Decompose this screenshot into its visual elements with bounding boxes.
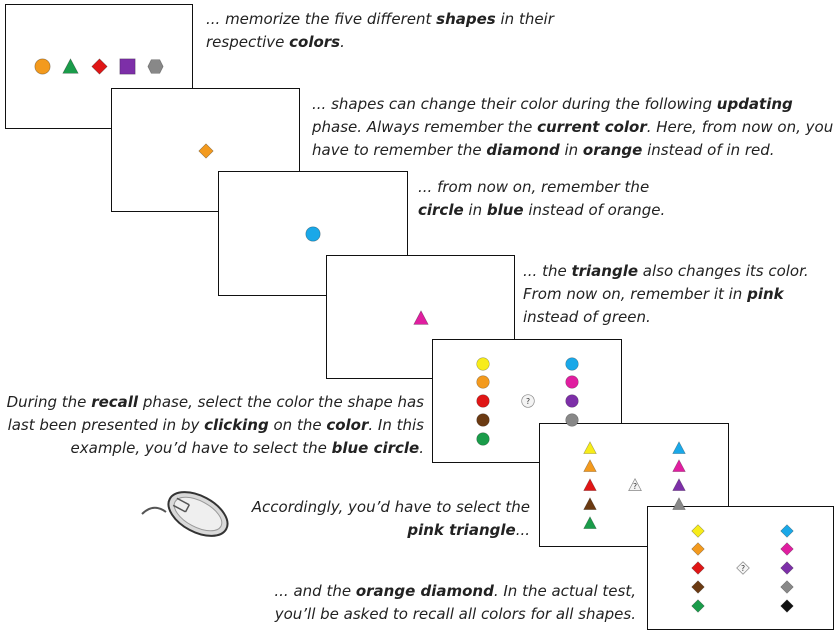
circle-purple-option-right-0[interactable] <box>565 394 579 408</box>
circle-blue-update <box>305 226 321 242</box>
svg-text:?: ? <box>741 564 745 573</box>
triangle-green-option-left-1[interactable] <box>583 516 597 530</box>
circle-orange-option-left-0[interactable] <box>476 375 490 389</box>
diamond-pink-option-right-2[interactable] <box>780 542 794 556</box>
caption-updating: ... shapes can change their color during… <box>312 95 834 159</box>
diamond-green-option-left-2[interactable] <box>691 599 705 613</box>
question-circle-icon: ? <box>521 394 535 408</box>
triangle-purple-option-right-1[interactable] <box>672 478 686 492</box>
diamond-gray-option-right-2[interactable] <box>780 580 794 594</box>
diamond-yellow-option-left-2[interactable] <box>691 524 705 538</box>
caption-memorize: ... memorize the five different shapes i… <box>206 10 554 51</box>
caption-orange-diamond: ... and the orange diamond. In the actua… <box>274 582 636 623</box>
diamond-black-option-right-2[interactable] <box>780 599 794 613</box>
triangle-blue-option-right-1[interactable] <box>672 441 686 455</box>
question-triangle-icon: ? <box>628 477 642 491</box>
triangle-red-option-left-1[interactable] <box>583 478 597 492</box>
diamond-orange-option-left-2[interactable] <box>691 542 705 556</box>
diamond-brown-option-left-2[interactable] <box>691 580 705 594</box>
caption-recall: During the recall phase, select the colo… <box>6 393 424 457</box>
circle-green-option-left-0[interactable] <box>476 432 490 446</box>
circle-gray-option-right-0[interactable] <box>565 413 579 427</box>
circle-pink-option-right-0[interactable] <box>565 375 579 389</box>
hexagon-gray-study <box>146 58 164 74</box>
triangle-gray-option-right-1[interactable] <box>672 497 686 511</box>
diamond-orange-update <box>198 143 214 159</box>
square-purple-study <box>119 58 135 74</box>
caption-triangle-pink: ... the triangle also changes its color.… <box>523 262 809 326</box>
triangle-pink-option-right-1[interactable] <box>672 459 686 473</box>
circle-red-option-left-0[interactable] <box>476 394 490 408</box>
circle-brown-option-left-0[interactable] <box>476 413 490 427</box>
circle-yellow-option-left-0[interactable] <box>476 357 490 371</box>
triangle-orange-option-left-1[interactable] <box>583 459 597 473</box>
triangle-brown-option-left-1[interactable] <box>583 497 597 511</box>
diamond-red-option-left-2[interactable] <box>691 561 705 575</box>
triangle-yellow-option-left-1[interactable] <box>583 441 597 455</box>
svg-text:?: ? <box>633 482 637 491</box>
svg-text:?: ? <box>526 397 530 406</box>
circle-blue-option-right-0[interactable] <box>565 357 579 371</box>
triangle-green-study <box>61 57 79 74</box>
question-diamond-icon: ? <box>736 561 750 575</box>
diamond-red-study <box>90 57 108 75</box>
mouse-icon <box>141 491 229 537</box>
circle-orange-study <box>34 58 50 74</box>
diamond-purple-option-right-2[interactable] <box>780 561 794 575</box>
triangle-pink-update <box>413 310 429 325</box>
diamond-blue-option-right-2[interactable] <box>780 524 794 538</box>
